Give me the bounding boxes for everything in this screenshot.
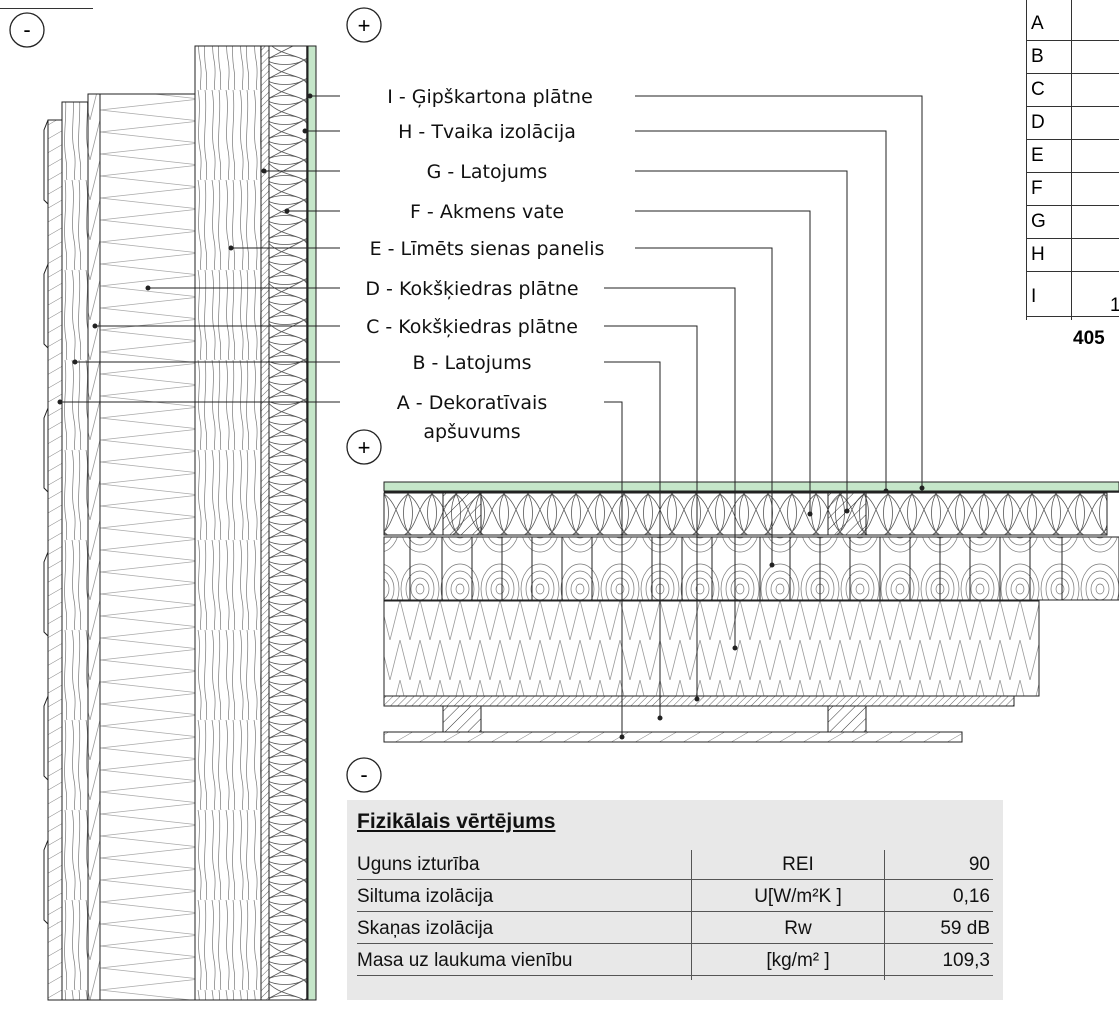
leader-dots (57, 93, 925, 740)
minus-sign-bottom: - (346, 757, 382, 793)
layer-table-row: F (1026, 173, 1119, 206)
label-b: B - Latojums (412, 352, 531, 374)
layer-table-row: I (1026, 272, 1119, 317)
label-a-line2: apšuvums (423, 421, 520, 443)
table-row: Siltuma izolācija U[W/m²K ] 0,16 (357, 882, 993, 912)
svg-text:+: + (358, 435, 371, 460)
svg-text:-: - (23, 17, 30, 42)
label-g: G - Latojums (427, 161, 548, 183)
horizontal-section (383, 481, 1119, 743)
column-divider (884, 850, 885, 980)
vertical-section (43, 45, 317, 1001)
label-h: H - Tvaika izolācija (398, 121, 576, 143)
label-i: I - Ģipškartona plātne (387, 86, 593, 108)
layer-table-header-row (0, 0, 93, 9)
svg-text:+: + (358, 13, 371, 38)
plus-sign-top: + (346, 7, 382, 43)
label-a: A - Dekoratīvais (397, 392, 547, 414)
plus-sign-mid: + (346, 429, 382, 465)
layer-table-row: A (1026, 8, 1119, 41)
property-name: Skaņas izolācija (357, 918, 494, 939)
property-name: Masa uz laukuma vienību (357, 950, 573, 971)
property-name: Siltuma izolācija (357, 886, 494, 907)
layer-table-row: G (1026, 206, 1119, 239)
table-row: Uguns izturība REI 90 (357, 850, 993, 880)
layer-table-total: 405 (1073, 328, 1105, 349)
column-divider (691, 850, 692, 980)
physical-evaluation-panel: Fizikālais vērtējums Uguns izturība REI … (347, 800, 1003, 1000)
layer-table-row: C (1026, 74, 1119, 107)
layer-table-row: B (1026, 41, 1119, 74)
label-f: F - Akmens vate (410, 201, 564, 223)
property-unit: [kg/m² ] (766, 950, 830, 971)
property-unit: REI (782, 854, 814, 875)
property-value: 90 (968, 854, 990, 875)
label-c: C - Kokšķiedras plātne (366, 316, 578, 338)
property-name: Uguns izturība (357, 854, 480, 875)
layer-table-row: H (1026, 239, 1119, 272)
table-row: Masa uz laukuma vienību [kg/m² ] 109,3 (357, 946, 993, 976)
layer-table-divider (1071, 0, 1072, 320)
layer-table-left-border (1026, 0, 1027, 320)
property-unit: Rw (784, 918, 812, 939)
property-value: 109,3 (942, 950, 990, 971)
property-unit: U[W/m²K ] (754, 886, 842, 907)
physical-evaluation-title: Fizikālais vērtējums (357, 810, 556, 833)
layer-table-row: D (1026, 107, 1119, 140)
label-e: E - Līmēts sienas panelis (370, 238, 605, 260)
layer-table-last-value: 1 (1110, 295, 1119, 316)
label-d: D - Kokšķiedras plātne (365, 278, 578, 300)
property-value: 0,16 (953, 886, 990, 907)
leader-lines (60, 95, 923, 737)
minus-sign-left: - (9, 12, 45, 48)
svg-text:-: - (360, 762, 367, 787)
property-value: 59 dB (940, 918, 990, 939)
layer-table-row: E (1026, 140, 1119, 173)
table-row: Skaņas izolācija Rw 59 dB (357, 914, 993, 944)
